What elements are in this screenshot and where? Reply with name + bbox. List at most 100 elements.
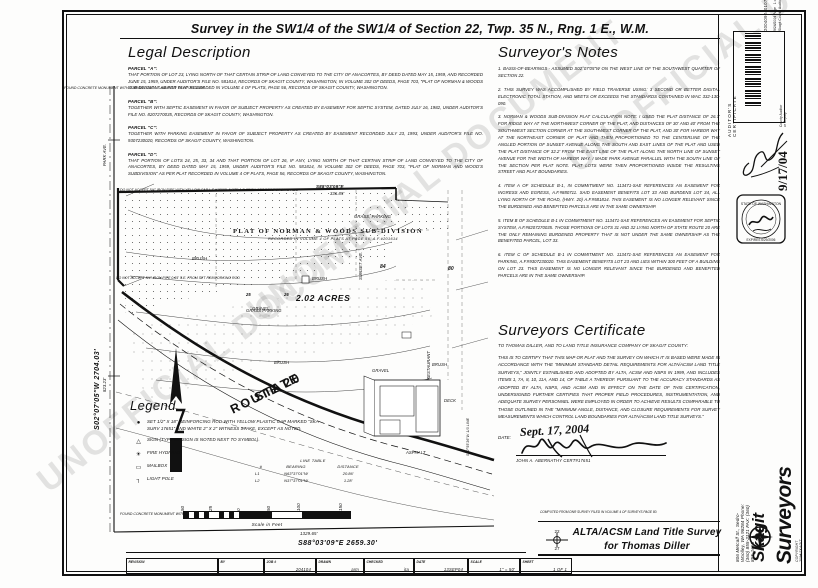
parcel-text: TOGETHER WITH PARKING EASEMENT IN FAVOR … — [128, 131, 483, 143]
field-value: 1 OF 1 — [553, 567, 567, 572]
line-table-grid: # BEARING DISTANCE L1 N63°37'01"W 20.86'… — [253, 463, 373, 484]
light-pole-icon: ┐ — [136, 477, 141, 484]
revision-title-strip: REVISION BY JOB # 204104 DRAWN arm CHECK… — [126, 558, 572, 574]
map-label-sunset-ave: SUNSET AVE. — [358, 251, 363, 280]
revision-field-job[interactable]: JOB # 204104 — [264, 558, 316, 574]
note-item: 5. ITEM B OF SCHEDULE B-1 IN COMMITMENT … — [498, 217, 720, 244]
line-table-row: L2 N37°37'01"W 1.28' — [253, 477, 373, 484]
field-label: BY — [220, 559, 226, 564]
plat-subtitle-label: RECORDED IN VOLUME 4 OF PLATS AT PAGE 56… — [268, 237, 398, 241]
sheet-border-inner — [66, 14, 802, 572]
auditor-meta-text: 9/24/2004 Page 1 of 1 1:50PM Skagit Coun… — [773, 0, 783, 31]
legend-item: ● SET 1/2" X 18" REINFORCING ROD WITH YE… — [130, 419, 320, 432]
map-lot-26: 26 — [284, 292, 289, 297]
revision-field-date[interactable]: DATE 13SEP04 — [414, 558, 468, 574]
parcel-area-label: 2.02 ACRES — [296, 293, 351, 303]
svg-text:22: 22 — [554, 530, 560, 534]
filled-circle-icon: ● — [136, 420, 141, 426]
certificate-signature-block: DATE: Sept. 17, 2004 JOHN A. ABERNATHY C… — [498, 421, 720, 463]
surveyors-notes-section: Surveyor's Notes 1. BASIS-OF-BEARINGS - … — [498, 44, 720, 287]
map-lot-80: 80 — [448, 266, 454, 272]
legend-heading: Legend — [130, 398, 176, 413]
certificate-date-label: DATE: — [498, 434, 511, 440]
line-table-header-row: # BEARING DISTANCE — [253, 463, 373, 470]
line-distance: 1.28' — [343, 478, 353, 483]
surveyors-notes-heading: Surveyor's Notes — [498, 44, 619, 61]
field-value: arm — [351, 567, 359, 572]
note-item: 1. BASIS-OF-BEARINGS - ASSUMED S02°07'05… — [498, 66, 720, 78]
legend-item: ▭ MAILBOX — [130, 463, 320, 471]
auditors-certificate-block: AUDITOR'S CERTIFICATE 200409240107 9/24/… — [718, 0, 802, 286]
survey-map-drawing: PLAT OF NORMAN & WOODS SUB-DIVISION RECO… — [96, 80, 496, 540]
title-block-line1: ALTA/ACSM Land Title Survey — [572, 527, 722, 538]
legend-item-label: SET 1/2" X 18" REINFORCING ROD WITH YELL… — [147, 419, 319, 431]
legend-item-label: LIGHT POLE — [147, 476, 174, 482]
map-north-bearing: S88°03'09"E — [316, 184, 344, 189]
map-label-brush-2: BRUSH — [274, 360, 290, 365]
map-label-grass-parking-2: GRASS PARKING — [246, 308, 282, 313]
line-table: LINE TABLE # BEARING DISTANCE L1 N63°37'… — [253, 458, 373, 484]
revision-field-revision[interactable]: REVISION — [126, 558, 218, 574]
parcel-text: THAT PORTION OF LOT 23, LYING NORTH OF T… — [128, 72, 483, 91]
mailbox-icon: ▭ — [135, 465, 142, 472]
map-se-bearing: S02°55'36"W 1/3 LINE — [466, 417, 470, 456]
south-half-distance: 1329.65' — [300, 531, 318, 536]
certificate-body: THIS IS TO CERTIFY THAT THIS MAP OR PLAT… — [498, 355, 720, 420]
revision-field-scale[interactable]: SCALE 1" = 50' — [468, 558, 520, 574]
map-label-gravel: GRAVEL — [372, 368, 390, 373]
auditor-file-number: 200409240107 — [763, 0, 768, 31]
title-underline — [120, 38, 720, 39]
map-note-reject-pipe: DO NOT ACCEPT 5/4" IRON PIPE WITH YELLOW… — [120, 188, 299, 192]
title-block-rule-top — [538, 521, 720, 522]
map-north-distance: 336.85' — [330, 191, 345, 196]
line-distance: 20.86' — [342, 471, 354, 476]
revision-field-checked[interactable]: CHECKED jta — [364, 558, 414, 574]
map-lot-25: 25 — [246, 292, 251, 297]
legend-item-label: FIRE HYDRANT — [147, 450, 181, 456]
auditor-signature — [742, 132, 788, 178]
map-lot-84: 84 — [380, 264, 386, 270]
south-line-bearing: S88°03'09"E 2659.30' — [298, 540, 378, 547]
field-label: CHECKED — [366, 559, 383, 564]
plat-title-label: PLAT OF NORMAN & WOODS SUB-DIVISION — [233, 228, 423, 235]
map-west-sub-distance: 823.23' — [102, 377, 107, 392]
title-block-line2: for Thomas Diller — [604, 540, 690, 552]
line-bearing: N63°37'01"W — [284, 471, 308, 476]
map-label-brush-4: BRUSH — [312, 276, 328, 281]
legend-item-label: SIGN (TYPE OF SIGN IS NOTED NEXT TO SYMB… — [147, 437, 260, 443]
legend-item-label: MAILBOX — [147, 463, 168, 469]
parcel-label: PARCEL "A": — [128, 66, 158, 71]
map-label-park-ave: PARK AVE. — [102, 143, 107, 166]
monument-note-northwest: FOUND CONCRETE MONUMENT WITH 2" BRASS CA… — [64, 86, 205, 90]
svg-text:27: 27 — [554, 546, 560, 550]
field-value: 13SEP04 — [443, 567, 463, 572]
revision-field-sheet[interactable]: SHEET 1 OF 1 — [520, 558, 572, 574]
legend-item: ┐ LIGHT POLE — [130, 476, 320, 483]
line-bearing: N37°37'01"W — [284, 478, 308, 483]
scale-tick: 150 — [338, 503, 343, 511]
svg-text:STATE OF WASHINGTON: STATE OF WASHINGTON — [741, 202, 782, 206]
parcel-text: THAT PORTION OF LOTS 24, 25, 33, 34 AND … — [128, 157, 483, 176]
sheet-title-block: COMPUTED FROM DNR SURVEY FILED IN VOLUME… — [540, 510, 721, 564]
barcode-graphic — [745, 33, 761, 107]
field-value: jta — [403, 567, 409, 572]
title-block-rule-bottom — [538, 554, 720, 556]
field-value: 204104 — [295, 567, 311, 572]
field-label: JOB # — [266, 559, 277, 564]
legend-item: ☀ FIRE HYDRANT — [130, 450, 320, 458]
revision-field-drawn[interactable]: DRAWN arm — [316, 558, 364, 574]
company-branding-block: Skagit Surveyors & Engineers 806 Metcalf… — [718, 286, 802, 572]
legal-description-heading: Legal Description — [128, 44, 251, 61]
title-block-note: COMPUTED FROM DNR SURVEY FILED IN VOLUME… — [540, 510, 658, 514]
legend-item: △ SIGN (TYPE OF SIGN IS NOTED NEXT TO SY… — [130, 437, 320, 445]
fire-hydrant-icon: ☀ — [135, 452, 142, 459]
revision-field-by[interactable]: BY — [218, 558, 264, 574]
legend-section: Legend ● SET 1/2" X 18" REINFORCING ROD … — [130, 398, 320, 488]
map-label-restaurant: RESTAURANT — [426, 350, 431, 380]
parcel-label: PARCEL "B": — [128, 98, 158, 104]
note-item: 6. ITEM C OF SCHEDULE B-1 IN COMMITMENT … — [498, 252, 720, 278]
line-table-col-distance: DISTANCE — [337, 464, 359, 469]
field-label: SHEET — [522, 559, 534, 564]
map-vector — [108, 86, 495, 533]
